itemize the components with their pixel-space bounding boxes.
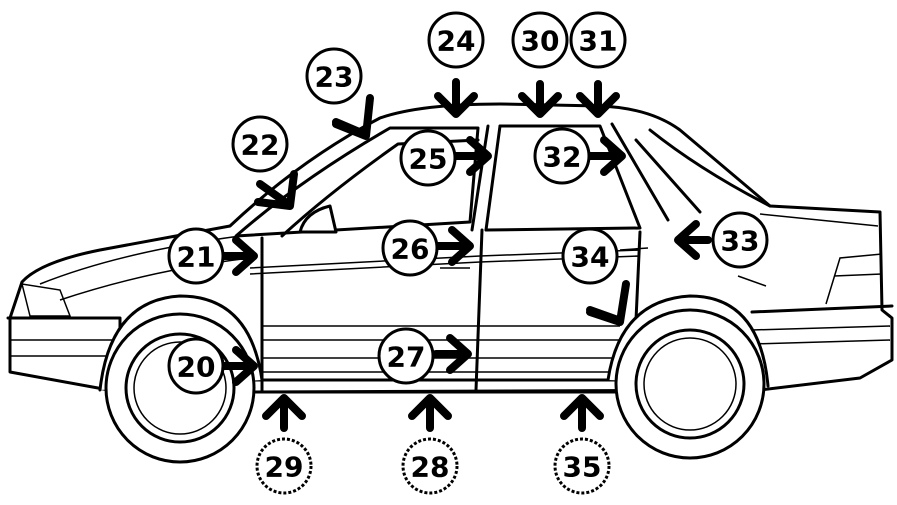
callout-26: 26: [383, 221, 437, 275]
callout-30: 30: [513, 13, 567, 67]
callout-label: 26: [391, 233, 430, 266]
callout-label: 24: [437, 25, 476, 58]
callout-label: 20: [177, 351, 216, 384]
callout-label: 35: [563, 451, 602, 484]
callout-label: 22: [241, 129, 280, 162]
callout-label: 21: [177, 241, 216, 274]
callout-label: 25: [409, 143, 448, 176]
callout-22: 22: [233, 117, 287, 171]
callout-label: 31: [579, 25, 618, 58]
callout-33: 33: [713, 213, 767, 267]
callout-label: 32: [543, 141, 582, 174]
callout-label: 23: [315, 61, 354, 94]
callout-32: 32: [535, 129, 589, 183]
callout-label: 27: [387, 341, 426, 374]
callout-label: 33: [721, 225, 760, 258]
callout-label: 28: [411, 451, 450, 484]
rear-wheel: [608, 296, 768, 458]
callout-34: 34: [563, 229, 617, 283]
callout-21: 21: [169, 229, 223, 283]
callout-31: 31: [571, 13, 625, 67]
callout-label: 30: [521, 25, 560, 58]
callout-20: 20: [169, 339, 223, 393]
callout-27: 27: [379, 329, 433, 383]
callout-28: 28: [403, 439, 457, 493]
callout-29: 29: [257, 439, 311, 493]
callout-35: 35: [555, 439, 609, 493]
callout-label: 34: [571, 241, 610, 274]
callout-label: 29: [265, 451, 304, 484]
callout-25: 25: [401, 131, 455, 185]
callout-24: 24: [429, 13, 483, 67]
callout-23: 23: [307, 49, 361, 103]
